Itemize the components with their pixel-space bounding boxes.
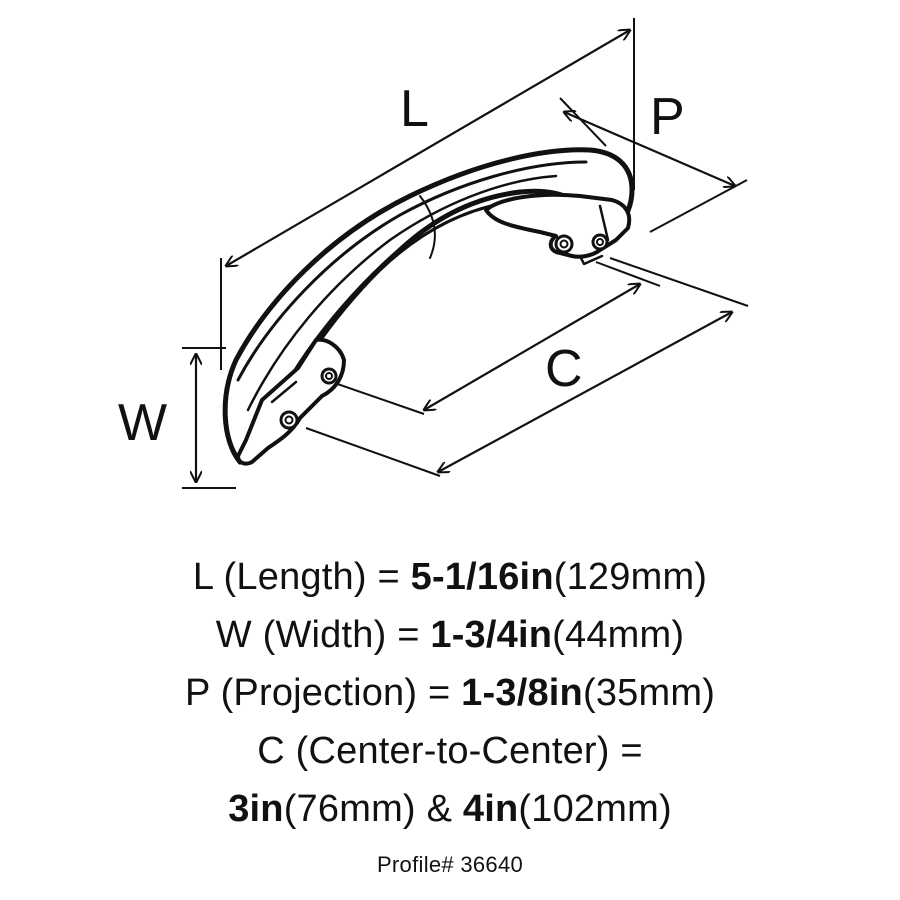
specifications-block: L (Length) = 5-1/16in(129mm) W (Width) =… — [0, 548, 900, 838]
center-spec-value-1: 3in — [228, 788, 284, 830]
left-foot — [236, 337, 346, 466]
profile-number: Profile# 36640 — [376, 852, 524, 877]
projection-label: P — [650, 88, 685, 146]
projection-spec-metric: (35mm) — [582, 672, 716, 714]
width-spec-letter: W — [215, 614, 252, 656]
center-spec-joiner: & — [426, 788, 453, 830]
center-spec-value-2: 4in — [462, 788, 519, 830]
center-spec-metric-2: (102mm) — [518, 788, 672, 830]
width-spec-name: (Width) = — [262, 614, 420, 656]
length-dimension-line — [226, 30, 630, 266]
projection-spec-value: 1-3/8in — [461, 672, 583, 714]
length-label: L — [400, 80, 429, 138]
width-label: W — [118, 394, 167, 452]
length-spec-letter: L — [192, 556, 213, 598]
width-spec-value: 1-3/4in — [430, 614, 553, 656]
dimension-lines — [196, 30, 735, 482]
width-spec: W (Width) = 1-3/4in(44mm) — [0, 606, 900, 664]
center-inner-dimension-line — [424, 284, 640, 410]
cabinet-handle-illustration — [222, 147, 635, 466]
projection-dimension-line — [564, 112, 735, 186]
width-spec-metric: (44mm) — [552, 614, 685, 656]
length-spec-name: (Length) = — [223, 556, 400, 598]
projection-spec-letter: P — [184, 672, 210, 714]
center-spec-letter: C — [257, 730, 285, 772]
length-spec-metric: (129mm) — [553, 556, 708, 598]
center-spec: C (Center-to-Center) = — [0, 722, 900, 780]
handle-bar-outline — [222, 147, 635, 465]
length-spec: L (Length) = 5-1/16in(129mm) — [0, 548, 900, 606]
center-spec-values: 3in(76mm) & 4in(102mm) — [0, 780, 900, 838]
projection-spec: P (Projection) = 1-3/8in(35mm) — [0, 664, 900, 722]
handle-dimension-diagram: L P W C — [118, 18, 749, 489]
projection-spec-name: (Projection) = — [220, 672, 451, 714]
center-spec-name: (Center-to-Center) = — [295, 730, 643, 772]
center-outer-dimension-line — [438, 312, 732, 472]
length-spec-value: 5-1/16in — [410, 556, 554, 598]
center-spec-metric-1: (76mm) — [283, 788, 416, 830]
center-label: C — [545, 340, 583, 398]
